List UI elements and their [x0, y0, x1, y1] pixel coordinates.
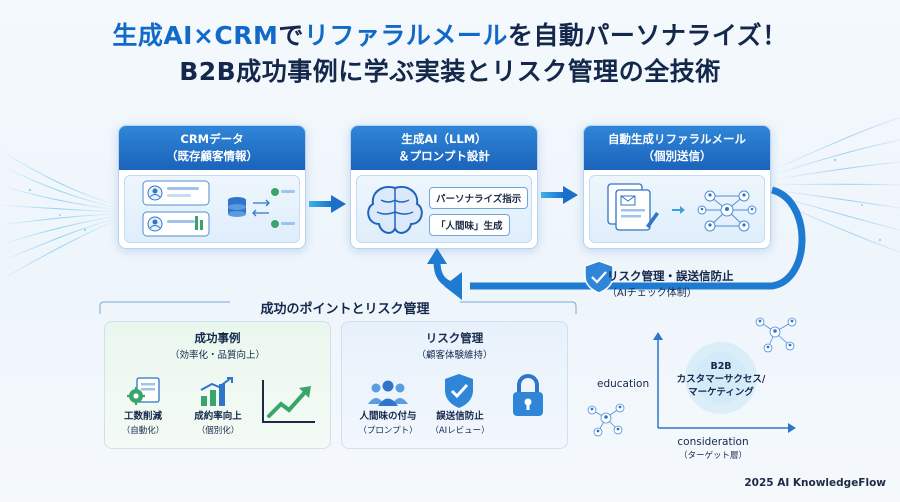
- title-part-de: で: [278, 21, 304, 50]
- effort-reduction-sub: （自動化）: [121, 426, 165, 436]
- success-subtitle: （効率化・品質向上）: [169, 350, 265, 361]
- success-item-conversion: 成約率向上 （個別化）: [183, 410, 253, 438]
- ai-card-subtitle: ＆プロンプト設計: [398, 149, 490, 163]
- ai-card-header: 生成AI（LLM） ＆プロンプト設計: [351, 126, 537, 170]
- crm-card-header: CRMデータ （既存顧客情報）: [119, 126, 305, 170]
- success-item-effort: 工数削減 （自動化）: [111, 410, 175, 438]
- conversion-rate-label: 成約率向上: [194, 411, 242, 422]
- axis-x-label-group: consideration （ターゲット層）: [663, 435, 763, 463]
- risk-management-panel: リスク管理 （顧客体験維持） 人間味の付与 （プロンプト） 誤送信防止 （AIレ…: [341, 321, 568, 449]
- title-part-referral-mail: リファラルメール: [303, 21, 508, 50]
- success-case-panel: 成功事例 （効率化・品質向上） 工数削減 （自動化） 成約率向上 （個別化）: [104, 321, 331, 449]
- generative-ai-card: 生成AI（LLM） ＆プロンプト設計 パーソナライズ指示 「人間味」生成: [350, 125, 538, 249]
- center-marketing: マーケティング: [688, 387, 754, 398]
- footer-credit: 2025 AI KnowledgeFlow: [744, 477, 886, 489]
- brain-icon: [367, 186, 423, 234]
- center-customer-success: カスタマーサクセス/: [676, 374, 766, 385]
- people-group-icon: [368, 380, 408, 406]
- bar-chart-icon: [200, 377, 233, 406]
- database-icon: [228, 197, 246, 217]
- mail-card-header: 自動生成リファラルメール （個別送信）: [584, 126, 770, 170]
- check-list-icon: [271, 188, 295, 228]
- shield-check-icon: [445, 374, 473, 408]
- send-arrow-icon: [672, 206, 685, 214]
- center-b2b: B2B: [710, 361, 732, 372]
- human-touch-pill: 「人間味」生成: [429, 214, 510, 236]
- axis-center-label: B2B カスタマーサクセス/ マーケティング: [666, 360, 776, 399]
- email-document-icon: [607, 183, 659, 231]
- risk-loop-label: リスク管理・誤送信防止 （AIチェック体制）: [607, 268, 734, 302]
- network-people-icon: [755, 317, 797, 353]
- customer-profile-icon: [142, 211, 210, 237]
- axis-x-label: consideration: [677, 436, 749, 448]
- ai-card-body: パーソナライズ指示 「人間味」生成: [356, 175, 532, 243]
- title-part-ai-crm: 生成AI×CRM: [112, 21, 279, 50]
- ai-card-title: 生成AI（LLM）: [401, 132, 487, 146]
- section-title: 成功のポイントとリスク管理: [260, 302, 430, 317]
- human-touch-label: 人間味の付与: [359, 411, 417, 422]
- conversion-rate-sub: （個別化）: [196, 426, 240, 436]
- customer-profile-icon: [142, 180, 210, 206]
- effort-reduction-label: 工数削減: [123, 411, 162, 422]
- risk-subtitle: （顧客体験維持）: [416, 350, 493, 361]
- growth-chart-icon: [262, 380, 315, 423]
- success-panel-header: 成功事例 （効率化・品質向上）: [105, 330, 330, 364]
- crm-card-title: CRMデータ: [180, 132, 244, 146]
- arrow-ai-to-mail: [541, 186, 578, 204]
- title-line-1: 生成AI×CRMでリファラルメールを自動パーソナライズ！: [0, 20, 900, 52]
- risk-loop-title: リスク管理・誤送信防止: [607, 269, 734, 283]
- success-title: 成功事例: [194, 331, 241, 345]
- padlock-icon: [513, 374, 543, 416]
- risk-loop-subtitle: （AIチェック体制）: [607, 288, 697, 299]
- risk-title: リスク管理: [425, 331, 484, 345]
- mail-card-title: 自動生成リファラルメール: [608, 132, 746, 146]
- axis-y-label: education: [597, 378, 650, 390]
- crm-illustration: [142, 180, 295, 237]
- axis-x-sub: （ターゲット層）: [678, 451, 747, 461]
- risk-item-mis-send: 誤送信防止 （AIレビュー）: [426, 410, 494, 438]
- arrow-crm-to-ai: [309, 195, 346, 213]
- mail-card-subtitle: （個別送信）: [642, 149, 712, 163]
- gear-workflow-icon: [127, 377, 160, 405]
- mail-card-body: [589, 175, 765, 243]
- network-people-icon: [587, 403, 625, 437]
- risk-item-human-touch: 人間味の付与 （プロンプト）: [350, 410, 426, 438]
- human-touch-sub: （プロンプト）: [358, 426, 418, 436]
- referral-mail-card: 自動生成リファラルメール （個別送信）: [583, 125, 771, 249]
- risk-panel-header: リスク管理 （顧客体験維持）: [342, 330, 567, 364]
- crm-card-subtitle: （既存顧客情報）: [166, 149, 258, 163]
- crm-card-body: [124, 175, 300, 243]
- personalize-instruction-pill: パーソナライズ指示: [429, 187, 529, 209]
- title-part-personalize: を自動パーソナライズ！: [507, 21, 788, 50]
- title-line-2: B2B成功事例に学ぶ実装とリスク管理の全技術: [179, 57, 721, 86]
- mis-send-label: 誤送信防止: [436, 411, 484, 422]
- crm-data-card: CRMデータ （既存顧客情報）: [118, 125, 306, 249]
- sync-arrows-icon: [252, 199, 270, 217]
- mail-illustration: [607, 183, 757, 232]
- mis-send-sub: （AIレビュー）: [430, 426, 490, 436]
